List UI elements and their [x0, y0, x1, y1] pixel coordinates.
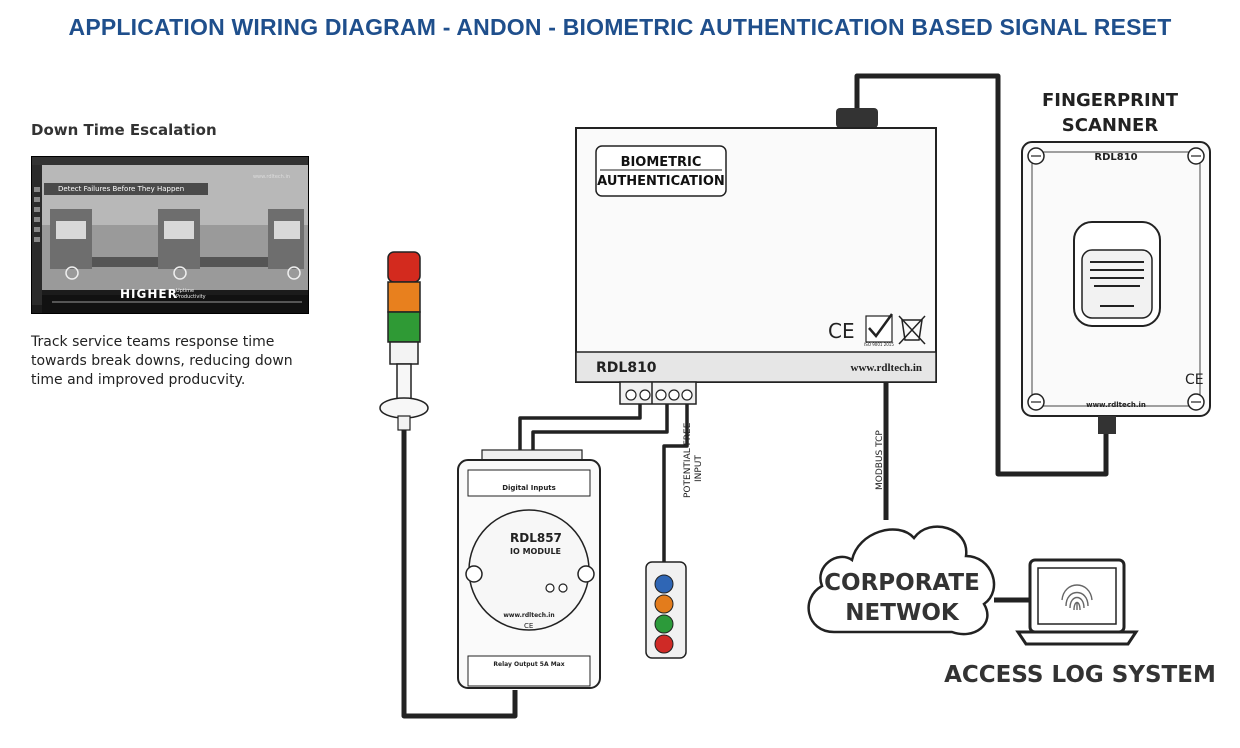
scanner-ce-mark: CE: [1185, 372, 1204, 388]
side-panel-heading: Down Time Escalation: [31, 121, 217, 139]
push-button-red: [654, 634, 674, 654]
tower-light: [379, 251, 429, 431]
wire-controller-to-io-b: [531, 404, 669, 456]
modbus-label: MODBUS TCP: [875, 430, 885, 490]
laptop-icon: [1015, 558, 1139, 646]
io-module-ce-mark: CE: [524, 622, 533, 630]
push-button-green: [654, 614, 674, 634]
io-module-footer: Relay Output 5A Max: [493, 661, 564, 668]
weee-bin-icon: [898, 315, 926, 345]
wire-tower-to-io: [401, 430, 518, 719]
io-module-website: www.rdltech.in: [503, 612, 554, 619]
wire-controller-to-scanner: [854, 73, 1109, 477]
push-button-blue: [654, 574, 674, 594]
tower-light-orange: [387, 281, 421, 313]
network-line2: NETWOK: [845, 600, 960, 626]
corporate-network-cloud: CORPORATE NETWOK: [807, 525, 996, 636]
controller-cert-text: ISO 9001 2015: [864, 342, 894, 347]
potential-free-line2: INPUT: [694, 455, 704, 482]
controller-cable-gland: [836, 108, 878, 128]
tower-light-red: [387, 251, 421, 283]
potential-free-line1: POTENTIAL FREE: [683, 422, 693, 498]
controller-label-box: [595, 145, 727, 197]
dashboard-banner: Detect Failures Before They Happen: [44, 183, 208, 195]
controller-label-line2: AUTHENTICATION: [597, 174, 725, 189]
access-log-label: ACCESS LOG SYSTEM: [944, 662, 1216, 688]
tower-light-green: [387, 311, 421, 343]
controller-unit: BIOMETRIC AUTHENTICATION RDL810 www.rdlt…: [575, 108, 937, 405]
controller-label-line1: BIOMETRIC: [621, 155, 702, 170]
io-module-model: RDL857: [510, 531, 562, 545]
fingerprint-scanner: FINGERPRINT SCANNER RDL810 CE www.rdltec…: [1021, 90, 1211, 434]
dashboard-big-word: HIGHER: [120, 287, 178, 301]
dashboard-small-text: Uptime Productivity: [176, 288, 206, 300]
io-module: Digital Inputs RDL857 IO MODULE www.rdlt…: [457, 449, 601, 689]
controller-ce-mark: CE: [828, 319, 855, 343]
push-button-orange: [654, 594, 674, 614]
scanner-connector: [1098, 416, 1116, 434]
modbus-label-text: MODBUS TCP: [875, 430, 885, 490]
scanner-title-line1: FINGERPRINT: [1042, 90, 1179, 111]
thin-wires: [518, 404, 689, 562]
fingerprint-icon: [1061, 584, 1093, 611]
wire-controller-to-io-a: [518, 404, 642, 456]
controller-terminal-block: [619, 381, 697, 405]
scanner-website: www.rdltech.in: [1086, 401, 1146, 409]
potential-free-label: POTENTIAL FREE INPUT: [683, 422, 704, 498]
scanner-title-line2: SCANNER: [1062, 115, 1159, 136]
wires: [401, 73, 1109, 719]
dashboard-screenshot: Detect Failures Before They Happen www.r…: [31, 156, 309, 314]
controller-website: www.rdltech.in: [851, 362, 923, 374]
page-title: APPLICATION WIRING DIAGRAM - ANDON - BIO…: [68, 14, 1172, 40]
io-module-header: Digital Inputs: [502, 484, 556, 492]
side-panel-description: Track service teams response time toward…: [31, 334, 293, 388]
dashboard-url: www.rdltech.in: [252, 174, 290, 180]
wire-controller-to-buttons: [662, 404, 689, 562]
network-line1: CORPORATE: [824, 570, 980, 596]
push-button-box: [645, 561, 687, 659]
io-module-subtitle: IO MODULE: [510, 547, 561, 556]
scanner-model: RDL810: [1094, 152, 1137, 163]
controller-model: RDL810: [596, 360, 657, 376]
